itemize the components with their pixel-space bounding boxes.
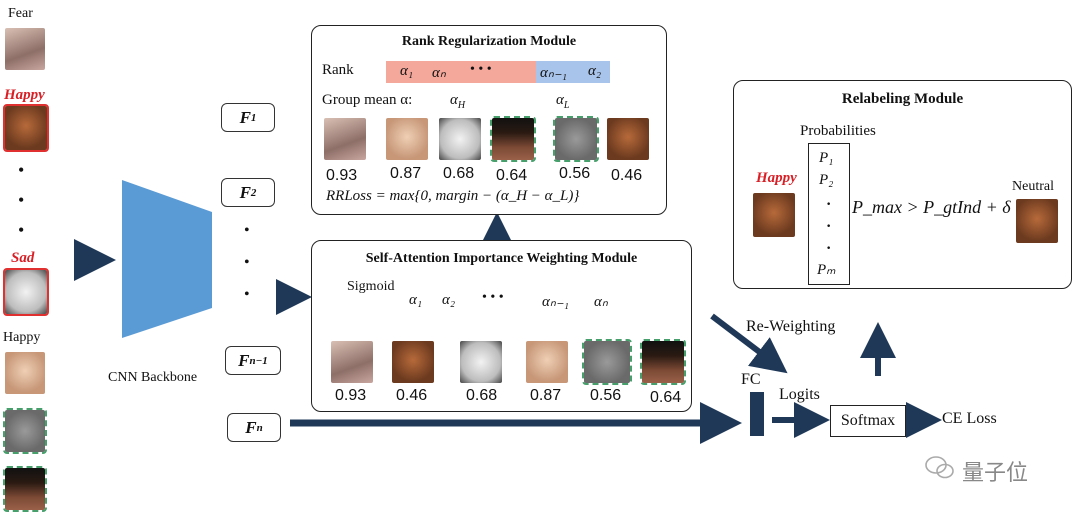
att-face-2	[392, 341, 434, 383]
feature-dot-1: •	[244, 222, 250, 239]
feature-dot-2: •	[244, 254, 250, 271]
att-score-1: 0.93	[335, 387, 367, 404]
rank-face-2	[386, 118, 428, 160]
att-alpha-2: α₂	[442, 292, 456, 308]
att-ellipsis: • • •	[482, 290, 504, 305]
rank-score-2: 0.87	[390, 165, 422, 182]
att-face-4	[526, 341, 568, 383]
relabel-face-after	[1016, 199, 1058, 243]
rank-ellipsis: • • •	[470, 62, 492, 77]
face-fear	[5, 28, 45, 70]
rank-alpha-n: αₙ	[432, 65, 446, 81]
ce-loss-label: CE Loss	[942, 410, 997, 427]
att-score-3: 0.68	[466, 387, 498, 404]
rank-high-bar	[386, 61, 536, 83]
att-score-4: 0.87	[530, 387, 562, 404]
fc-label: FC	[741, 371, 761, 388]
rank-score-5: 0.56	[559, 165, 591, 182]
probability-vector: P₁ P₂ · · · Pₘ	[808, 143, 850, 285]
attention-module-title: Self-Attention Importance Weighting Modu…	[365, 251, 638, 266]
label-sad-red: Sad	[11, 250, 35, 266]
rank-score-4: 0.64	[496, 167, 528, 184]
att-score-2: 0.46	[396, 387, 428, 404]
wechat-icon	[925, 455, 955, 481]
rank-face-3	[439, 118, 481, 160]
att-face-5	[582, 339, 632, 385]
reweighting-label: Re-Weighting	[746, 318, 836, 335]
rank-face-1	[324, 118, 366, 160]
feature-dot-3: •	[244, 286, 250, 303]
face-happy-mislabeled	[3, 104, 49, 152]
prob-pm: Pₘ	[817, 262, 836, 278]
rank-alpha-2: α₂	[588, 63, 602, 79]
vdot-3: •	[18, 220, 25, 240]
prob-dot-1: ·	[826, 196, 832, 213]
label-happy-red: Happy	[4, 87, 45, 103]
prob-dot-2: ·	[826, 218, 832, 235]
rank-score-3: 0.68	[443, 165, 475, 182]
neutral-label: Neutral	[1012, 179, 1054, 194]
rank-module-title: Rank Regularization Module	[401, 34, 577, 49]
att-alpha-n-1: αₙ₋₁	[542, 294, 569, 310]
rank-label: Rank	[322, 62, 354, 78]
rank-low-bar	[536, 61, 610, 83]
rank-regularization-module: Rank Regularization Module Rank α₁ αₙ • …	[311, 25, 667, 215]
prob-p1: P₁	[819, 150, 834, 166]
att-score-5: 0.56	[590, 387, 622, 404]
rank-face-4	[490, 116, 536, 162]
relabel-condition: P_max > P_gtInd + δ	[852, 197, 1011, 217]
relabel-face-before	[753, 193, 795, 237]
rank-score-1: 0.93	[326, 167, 358, 184]
label-fear: Fear	[8, 6, 33, 21]
relabel-module-title: Relabeling Module	[841, 91, 964, 107]
face-sad-mislabeled	[3, 268, 49, 316]
att-face-1	[331, 341, 373, 383]
label-happy: Happy	[3, 330, 41, 345]
sigmoid-label: Sigmoid	[347, 279, 395, 294]
face-dark	[3, 466, 47, 512]
vdot-2: •	[18, 190, 25, 210]
att-alpha-1: α₁	[409, 292, 423, 308]
att-face-3	[460, 341, 502, 383]
rr-loss-formula: RRLoss = max{0, margin − (α_H − α_L)}	[326, 188, 580, 204]
vdot-1: •	[18, 160, 25, 180]
relabeling-module: Relabeling Module Probabilities P₁ P₂ · …	[733, 80, 1072, 289]
logits-label: Logits	[779, 386, 820, 403]
cnn-backbone-shape	[122, 180, 212, 338]
watermark-text: 量子位	[962, 461, 1029, 486]
att-score-6: 0.64	[650, 389, 682, 406]
relabel-happy-label: Happy	[756, 170, 797, 186]
prob-dot-3: ·	[826, 240, 832, 257]
rank-alpha-1: α₁	[400, 63, 414, 79]
rank-alpha-n-1: αₙ₋₁	[540, 65, 567, 81]
rank-face-6	[607, 118, 649, 160]
prob-p2: P₂	[819, 172, 834, 188]
rank-score-6: 0.46	[611, 167, 643, 184]
probabilities-label: Probabilities	[800, 123, 876, 139]
attention-module: Self-Attention Importance Weighting Modu…	[311, 240, 692, 412]
face-occluded-gray	[3, 408, 47, 454]
face-happy	[5, 352, 45, 394]
group-mean-label: Group mean α:	[322, 92, 413, 108]
softmax-box: Softmax	[830, 405, 906, 437]
alpha-h-label: αH	[450, 92, 466, 111]
att-alpha-n: αₙ	[594, 294, 608, 310]
cnn-backbone-label: CNN Backbone	[108, 370, 198, 385]
rank-face-5	[553, 116, 599, 162]
fc-bar	[750, 392, 764, 436]
att-face-6	[640, 339, 686, 385]
alpha-l-label: αL	[556, 92, 570, 111]
